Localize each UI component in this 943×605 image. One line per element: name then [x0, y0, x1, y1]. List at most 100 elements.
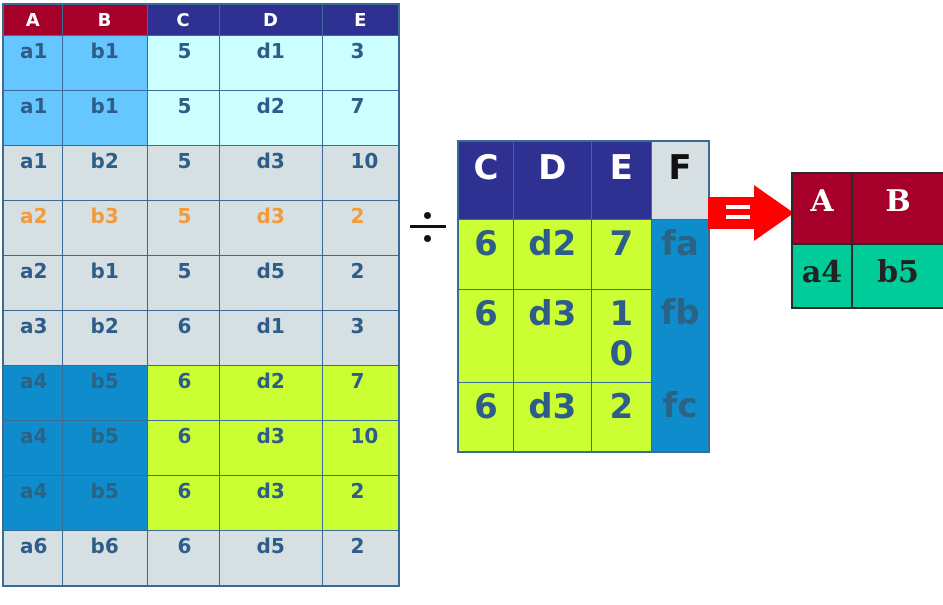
table-row: 6 d2 7 fa	[457, 218, 710, 290]
table-cell: 6	[146, 420, 220, 476]
divide-dot-top	[424, 212, 431, 219]
table-cell: b3	[61, 200, 148, 256]
table-row: a2 b3 5 d3 2	[2, 200, 400, 256]
table-cell: d3	[218, 420, 323, 476]
table-cell: 5	[146, 200, 220, 256]
header-cell: A	[791, 172, 853, 245]
table-cell: 6	[457, 288, 514, 383]
table-cell: fc	[651, 382, 710, 452]
table-cell: b2	[61, 310, 148, 366]
table-cell: d1	[218, 35, 323, 91]
table-cell: d5	[218, 255, 323, 311]
table-row: a4 b5 6 d3 10	[2, 420, 400, 476]
header-cell: C	[457, 140, 514, 220]
table-row: a2 b1 5 d5 2	[2, 255, 400, 311]
table-cell: 10	[321, 420, 400, 476]
relation-r-header-row: A B C D E	[2, 3, 400, 36]
table-cell: a4	[2, 420, 63, 476]
table-cell: 3	[321, 35, 400, 91]
table-cell: 3	[321, 310, 400, 366]
header-cell: B	[61, 3, 148, 36]
table-cell: d3	[218, 145, 323, 201]
table-cell: d2	[512, 218, 592, 290]
header-cell: E	[590, 140, 653, 220]
divide-operator-text: ÷	[410, 212, 411, 213]
table-cell: 10	[321, 145, 400, 201]
table-row: 6 d3 2 fc	[457, 381, 710, 453]
arrow-right-icon	[708, 185, 794, 241]
table-cell: b5	[851, 243, 943, 309]
header-cell: A	[2, 3, 63, 36]
table-cell: 6	[457, 381, 514, 453]
header-cell: B	[851, 172, 943, 245]
result-table: A B a4 b5	[791, 172, 943, 309]
relation-r-table: A B C D E a1 b1 5 d1 3 a1 b1 5 d2 7 a1 b…	[2, 3, 400, 587]
table-row: a4 b5 6 d2 7	[2, 365, 400, 421]
table-cell: b1	[61, 90, 148, 146]
table-cell: b5	[61, 365, 148, 421]
table-cell: a1	[2, 145, 63, 201]
table-cell: b5	[61, 420, 148, 476]
table-cell: d2	[218, 365, 323, 421]
table-cell: b1	[61, 255, 148, 311]
table-cell: b1	[61, 35, 148, 91]
relation-s-header-row: C D E F	[457, 140, 710, 220]
header-cell: D	[218, 3, 323, 36]
table-cell: d3	[512, 381, 592, 453]
table-row: a6 b6 6 d5 2	[2, 530, 400, 586]
table-cell: 7	[590, 218, 653, 290]
table-row: a4 b5 6 d3 2	[2, 475, 400, 531]
table-cell: 2	[321, 475, 400, 531]
table-row: a4 b5	[791, 243, 943, 309]
table-cell: 2	[321, 200, 400, 256]
table-cell: b6	[61, 530, 148, 586]
table-cell: 2	[321, 255, 400, 311]
table-cell: d2	[218, 90, 323, 146]
table-cell: a1	[2, 35, 63, 91]
table-cell: 7	[321, 365, 400, 421]
header-cell: C	[146, 3, 220, 36]
table-cell: 6	[146, 365, 220, 421]
arrow-shape	[708, 185, 794, 241]
table-cell: b5	[61, 475, 148, 531]
table-cell: d3	[218, 475, 323, 531]
table-cell: 6	[457, 218, 514, 290]
table-cell: 5	[146, 145, 220, 201]
divide-operator: ÷	[410, 212, 446, 242]
divide-bar	[410, 225, 446, 228]
table-cell: a2	[2, 255, 63, 311]
table-cell: 6	[146, 530, 220, 586]
table-cell: 1 0	[590, 288, 653, 383]
table-row: a3 b2 6 d1 3	[2, 310, 400, 366]
table-cell: 7	[321, 90, 400, 146]
header-cell: F	[651, 140, 710, 220]
table-cell: 2	[321, 530, 400, 586]
table-cell: 2	[590, 381, 653, 453]
table-row: a1 b1 5 d1 3	[2, 35, 400, 91]
table-cell: a4	[2, 365, 63, 421]
equals-bar-bottom	[726, 215, 750, 219]
divide-dot-bottom	[424, 235, 431, 242]
table-cell: a1	[2, 90, 63, 146]
table-cell: a4	[791, 243, 853, 309]
header-cell: D	[512, 140, 592, 220]
relation-s-table: C D E F 6 d2 7 fa 6 d3 1 0 fb 6 d3 2 fc	[457, 140, 710, 453]
table-cell: d1	[218, 310, 323, 366]
table-cell: 6	[146, 310, 220, 366]
table-cell: fb	[651, 289, 710, 382]
table-row: 6 d3 1 0 fb	[457, 288, 710, 383]
table-cell: a2	[2, 200, 63, 256]
header-cell: E	[321, 3, 400, 36]
table-cell: 5	[146, 35, 220, 91]
table-cell: b2	[61, 145, 148, 201]
table-cell: a3	[2, 310, 63, 366]
table-cell: d3	[512, 288, 592, 383]
table-row: a1 b1 5 d2 7	[2, 90, 400, 146]
table-cell: d3	[218, 200, 323, 256]
table-cell: a4	[2, 475, 63, 531]
result-header-row: A B	[791, 172, 943, 245]
equals-bar-top	[726, 205, 750, 209]
table-row: a1 b2 5 d3 10	[2, 145, 400, 201]
table-cell: d5	[218, 530, 323, 586]
table-cell: 5	[146, 255, 220, 311]
